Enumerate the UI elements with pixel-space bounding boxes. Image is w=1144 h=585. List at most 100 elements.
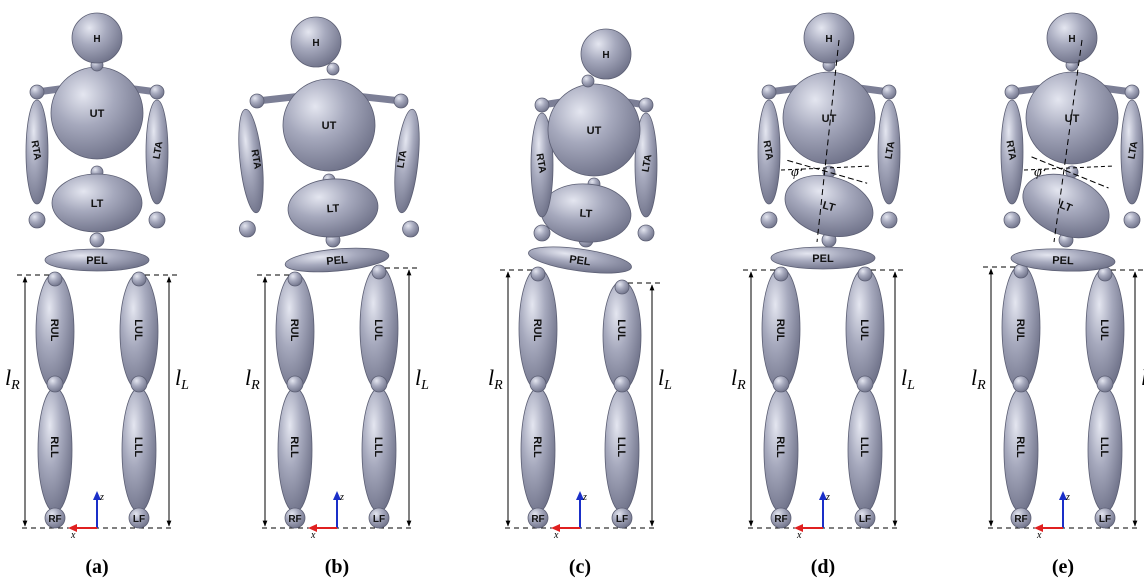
- right-arm: [238, 108, 264, 214]
- label-rta: RTA: [248, 149, 262, 170]
- label-lta: LTA: [641, 153, 655, 173]
- right-leg-length-label-subscript: R: [736, 378, 746, 393]
- right-hand: [760, 211, 778, 229]
- label-pel: PEL: [568, 254, 591, 269]
- waist-joint: [89, 232, 105, 248]
- left-knee-joint: [1096, 375, 1114, 393]
- left-hip-joint: [857, 266, 873, 282]
- label-h: H: [825, 34, 832, 45]
- right-arm: [530, 112, 554, 218]
- left-hand: [402, 220, 420, 238]
- left-arm: [394, 108, 420, 214]
- right-hand: [238, 220, 256, 238]
- lower-torso: [287, 178, 379, 238]
- left-leg-length-label-symbol: l: [658, 365, 664, 390]
- right-hand: [1003, 211, 1021, 229]
- head: [803, 12, 855, 64]
- z-axis-arrowhead: [93, 491, 101, 500]
- left-shoulder-joint: [149, 84, 165, 100]
- label-lt: LT: [579, 208, 593, 221]
- left-leg-length-label-symbol: l: [175, 365, 181, 390]
- left-foot: [368, 507, 390, 529]
- z-axis-arrowhead: [1059, 491, 1067, 500]
- x-axis-arrowhead: [308, 524, 317, 532]
- label-rll: RLL: [1014, 436, 1026, 458]
- right-leg-length-label-subscript: R: [250, 378, 260, 393]
- upper-torso: [547, 83, 641, 177]
- label-lll: LLL: [615, 437, 627, 457]
- right-hip-joint: [287, 271, 303, 287]
- left-leg-length-label-subscript: L: [180, 378, 189, 393]
- right-leg-length-label-symbol: l: [488, 365, 494, 390]
- left-hand: [637, 224, 655, 242]
- z-axis-arrowhead: [819, 491, 827, 500]
- left-leg-length-label-subscript: L: [663, 378, 672, 393]
- label-pel: PEL: [326, 254, 349, 268]
- right-foot: [770, 507, 792, 529]
- horizontal-reference-line: [780, 165, 872, 171]
- left-shoulder-joint: [393, 93, 409, 109]
- x-axis-label: x: [1036, 530, 1042, 541]
- x-axis-label: x: [553, 530, 559, 541]
- left-hand: [1123, 211, 1141, 229]
- head: [1046, 12, 1098, 64]
- panel-caption: (a): [85, 556, 108, 578]
- right-foot: [527, 507, 549, 529]
- label-rf: RF: [531, 514, 544, 525]
- upper-torso: [782, 71, 876, 165]
- x-axis-label: x: [70, 530, 76, 541]
- right-foot: [44, 507, 66, 529]
- right-arm: [1000, 99, 1024, 205]
- right-arm: [25, 99, 49, 205]
- right-shoulder-joint: [534, 97, 550, 113]
- z-axis-label: z: [339, 492, 344, 503]
- right-shoulder-joint: [249, 93, 265, 109]
- pelvis: [1010, 248, 1116, 272]
- left-leg-length-label: lL: [658, 365, 672, 393]
- label-lll: LLL: [132, 437, 144, 457]
- right-leg-length-label-symbol: l: [245, 365, 251, 390]
- x-axis-arrowhead: [68, 524, 77, 532]
- label-h: H: [312, 38, 319, 49]
- label-lul: LUL: [1098, 319, 1110, 341]
- head: [290, 16, 342, 68]
- left-hand: [148, 211, 166, 229]
- right-hand: [28, 211, 46, 229]
- label-lt: LT: [326, 203, 340, 216]
- label-rll: RLL: [774, 436, 786, 458]
- right-shoulder-joint: [761, 84, 777, 100]
- left-leg-length-label: lL: [415, 365, 429, 393]
- label-pel: PEL: [812, 253, 834, 265]
- left-knee-joint: [856, 375, 874, 393]
- label-rta: RTA: [760, 140, 774, 161]
- label-rul: RUL: [1014, 319, 1026, 342]
- left-knee-joint: [130, 375, 148, 393]
- pelvis: [284, 247, 390, 273]
- label-lf: LF: [616, 514, 628, 525]
- upper-torso: [282, 78, 376, 172]
- label-lll: LLL: [1098, 437, 1110, 457]
- right-leg-length-label-subscript: R: [493, 378, 503, 393]
- horizontal-reference-line: [1023, 165, 1115, 171]
- right-knee-joint: [529, 375, 547, 393]
- left-arm: [634, 112, 658, 218]
- label-lta: LTA: [152, 140, 166, 160]
- left-hip-joint: [131, 271, 147, 287]
- right-hip-joint: [47, 271, 63, 287]
- label-rll: RLL: [531, 436, 543, 458]
- label-rta: RTA: [533, 153, 547, 174]
- tilted-reference-line: [787, 159, 868, 184]
- right-arm: [757, 99, 781, 205]
- label-lf: LF: [133, 514, 145, 525]
- label-rul: RUL: [774, 319, 786, 342]
- right-knee-joint: [1012, 375, 1030, 393]
- label-rul: RUL: [531, 319, 543, 342]
- label-lt: LT: [1058, 199, 1074, 215]
- left-knee-joint: [370, 375, 388, 393]
- panel-caption: (b): [325, 556, 349, 578]
- left-hand: [880, 211, 898, 229]
- neck-joint: [326, 62, 340, 76]
- lower-torso: [784, 175, 874, 237]
